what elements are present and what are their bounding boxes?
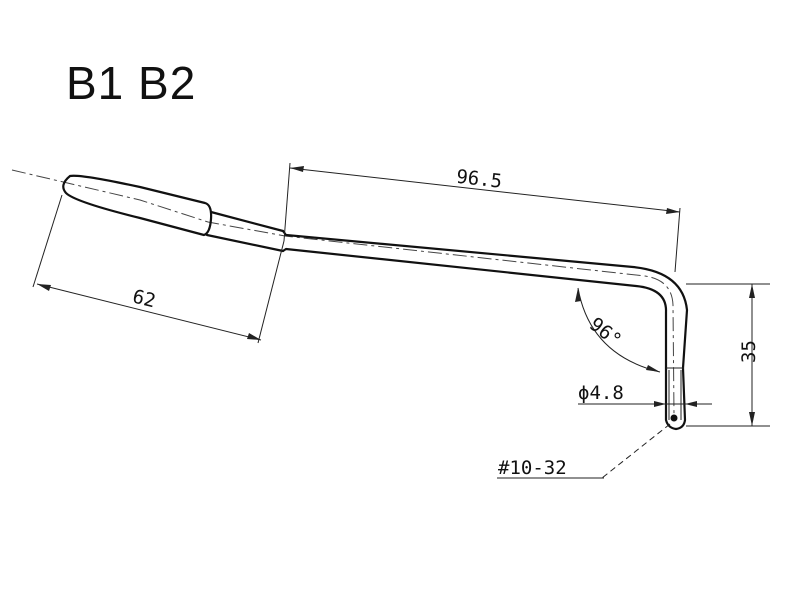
dim-96-5-arrow-right bbox=[666, 208, 680, 214]
angle-96-arrow-top bbox=[575, 288, 581, 302]
angle-96-arrow-bottom bbox=[646, 365, 660, 372]
diameter-arrow-right bbox=[685, 401, 697, 407]
dim-96-5-label: 96.5 bbox=[455, 166, 503, 193]
dim-35-arrow-top bbox=[749, 284, 755, 298]
dim-96-5-ext-right bbox=[674, 207, 681, 273]
thread-end-dot bbox=[670, 414, 678, 422]
dim-62-line bbox=[36, 283, 262, 341]
thread-tip bbox=[664, 366, 687, 431]
diameter-arrow-left bbox=[654, 401, 666, 407]
angle-96-label: 96° bbox=[585, 313, 626, 351]
arm-neck-lower bbox=[205, 233, 285, 253]
dim-96-5-ext-left bbox=[283, 162, 291, 242]
dim-96-5-arrow-left bbox=[290, 166, 304, 172]
dim-62-arrow-left bbox=[37, 284, 51, 291]
dim-62-ext-right bbox=[257, 240, 285, 344]
angle-96-arc bbox=[577, 287, 661, 373]
dim-35-label: 35 bbox=[738, 340, 760, 363]
center-line bbox=[11, 169, 675, 416]
arm-bar-upper bbox=[281, 229, 689, 370]
dim-35-arrow-bottom bbox=[749, 412, 755, 426]
arm-neck-upper bbox=[209, 210, 285, 233]
diameter-label: ϕ4.8 bbox=[578, 382, 624, 404]
thread-leader-diagonal bbox=[601, 423, 671, 479]
grip-outline bbox=[62, 174, 213, 237]
arm-bar-lower bbox=[281, 247, 668, 370]
dim-62-arrow-right bbox=[247, 333, 261, 340]
drawing-title: B1 B2 bbox=[66, 57, 197, 109]
thread-label: #10-32 bbox=[498, 457, 567, 479]
dim-96-5-line bbox=[289, 167, 681, 213]
dim-62-label: 62 bbox=[130, 286, 158, 313]
dim-62-ext-left bbox=[32, 194, 63, 288]
